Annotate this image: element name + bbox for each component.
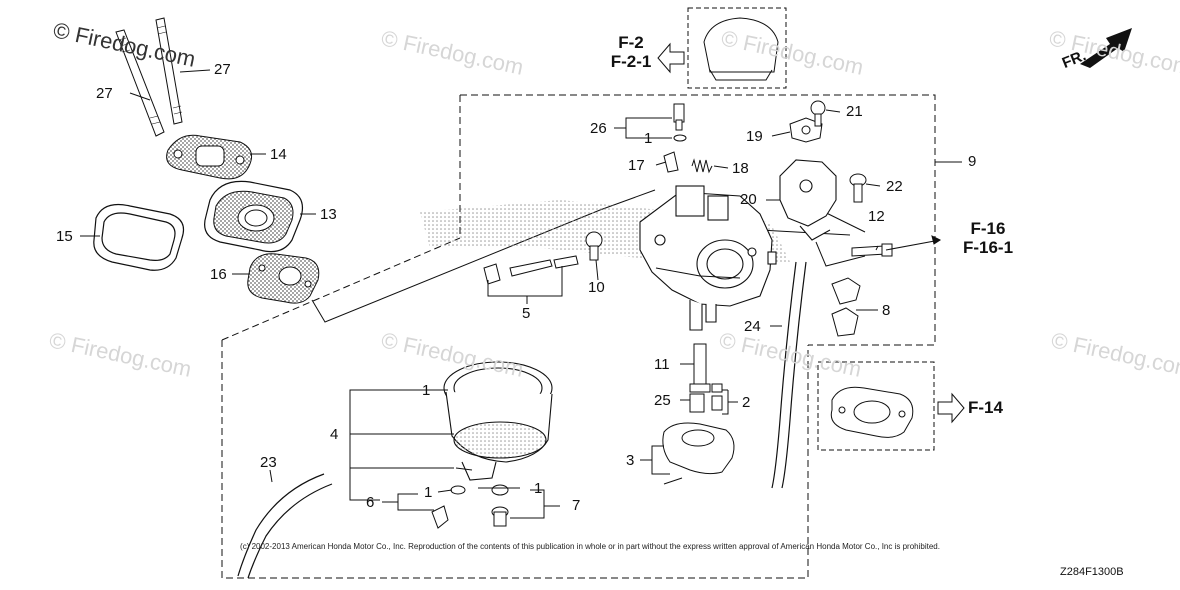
jet-11-25-2 (689, 343, 723, 413)
screw-10 (585, 231, 603, 261)
part-label-8: 8 (882, 302, 891, 319)
part-label-10: 10 (588, 279, 605, 296)
ref-f2: F-2 F-2-1 (604, 33, 658, 71)
part-label-20: 20 (740, 191, 757, 208)
part-label-27: 27 (214, 61, 231, 78)
part-label-2: 2 (742, 394, 751, 411)
part-label-1: 1 (424, 484, 433, 501)
ref-arrows (657, 42, 965, 424)
part-label-18: 18 (732, 160, 749, 177)
part-label-7: 7 (572, 497, 581, 514)
spring-18 (691, 158, 713, 174)
front-arrow-icon (1080, 28, 1132, 68)
part-17 (663, 151, 679, 173)
part-label-11: 11 (654, 356, 670, 373)
part-label-14: 14 (270, 146, 287, 163)
part-label-22: 22 (886, 178, 903, 195)
part-label-27: 27 (96, 85, 113, 102)
ref-f16-line2: F-16-1 (962, 237, 1014, 257)
ref-f2-line1: F-2 (618, 33, 644, 52)
f14-ref-box (817, 361, 935, 451)
float-3 (662, 422, 735, 485)
part-label-6: 6 (366, 494, 375, 511)
copyright-notice: (c) 2002-2013 American Honda Motor Co., … (240, 542, 940, 551)
pilot-screw-5 (483, 255, 579, 285)
arrow-right-f14 (937, 392, 965, 424)
stud-bolts (115, 17, 183, 137)
tube-24 (771, 261, 807, 489)
part-label-5: 5 (522, 305, 531, 322)
part-label-1: 1 (422, 382, 431, 399)
gasket-f14 (830, 386, 914, 438)
part-label-15: 15 (56, 228, 73, 245)
seal-15 (93, 203, 185, 271)
assembly-box-lower (221, 340, 809, 579)
gasket-14 (166, 134, 253, 180)
bolt-22 (849, 173, 867, 203)
ref-f2-line2: F-2-1 (610, 51, 652, 71)
part-label-17: 17 (628, 157, 645, 174)
part-label-21: 21 (846, 103, 863, 120)
part-label-26: 26 (590, 120, 607, 137)
part-label-3: 3 (626, 452, 635, 469)
part-label-4: 4 (330, 426, 339, 443)
ref-f14: F-14 (968, 398, 1003, 417)
f2-ref-box (687, 7, 787, 89)
part-label-1: 1 (534, 480, 543, 497)
drain-screw-26 (673, 103, 687, 142)
insulator-13 (204, 180, 303, 253)
part-label-12: 12 (868, 208, 885, 225)
ref-f16: F-16 F-16-1 (948, 219, 1028, 257)
float-pin-8 (831, 277, 861, 337)
part-label-24: 24 (744, 318, 761, 335)
float-bowl-4 (443, 361, 553, 481)
screw-21 (810, 100, 826, 127)
ref-f16-line1: F-16 (970, 219, 1006, 238)
drain-screw-6 (431, 485, 466, 529)
arrow-left-f2 (657, 42, 685, 74)
part-label-19: 19 (746, 128, 763, 145)
gasket-16 (247, 253, 320, 304)
tube-23 (237, 473, 333, 579)
part-label-13: 13 (320, 206, 337, 223)
part-label-16: 16 (210, 266, 227, 283)
carburetor-body (639, 185, 777, 331)
choke-lever-20 (779, 159, 837, 241)
part-label-1: 1 (644, 130, 653, 147)
part-label-25: 25 (654, 392, 671, 409)
drain-bolt-7 (491, 484, 509, 527)
assembly-box-upper (460, 94, 936, 346)
part-label-23: 23 (260, 454, 277, 471)
diagram-code: Z284F1300B (1060, 566, 1124, 578)
choke-part-19 (789, 117, 823, 143)
part-label-9: 9 (968, 153, 977, 170)
air-cleaner-f2 (703, 17, 779, 81)
